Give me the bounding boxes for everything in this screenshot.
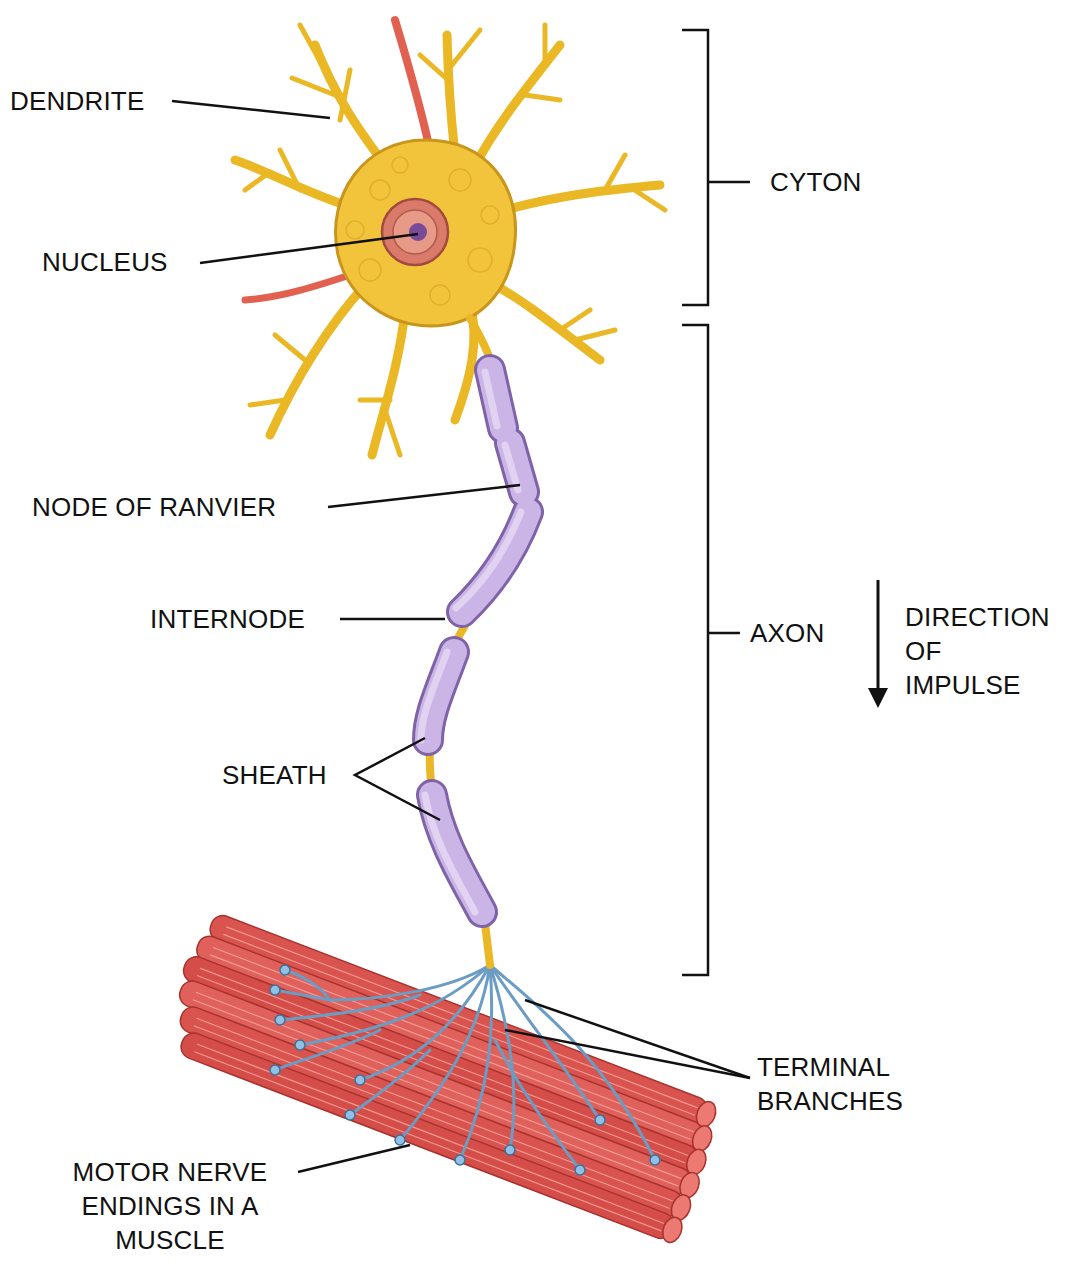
brackets <box>682 30 750 975</box>
nucleolus <box>409 223 427 241</box>
part-label: INTERNODE <box>150 602 340 636</box>
part-label: NODE OF RANVIER <box>32 490 332 524</box>
part-label: AXON <box>750 616 850 650</box>
myelin-sheath <box>421 370 528 912</box>
part-label: DIRECTION OF IMPULSE <box>905 600 1053 702</box>
nerve-endings <box>270 965 660 1175</box>
cytoplasm-texture <box>346 157 499 305</box>
part-label: TERMINAL BRANCHES <box>757 1050 947 1118</box>
nucleus <box>382 199 448 265</box>
part-label: MOTOR NERVE ENDINGS IN A MUSCLE <box>40 1155 300 1257</box>
part-label: CYTON <box>770 165 890 199</box>
part-label: SHEATH <box>222 758 352 792</box>
impulse-arrow <box>868 580 888 708</box>
dendrites <box>235 25 665 455</box>
part-label: NUCLEUS <box>42 245 202 279</box>
leader-lines <box>172 101 750 1172</box>
part-label: DENDRITE <box>10 84 180 118</box>
terminal-branches <box>275 965 655 1170</box>
cell-body <box>336 140 516 326</box>
nucleus-inner <box>393 210 437 254</box>
